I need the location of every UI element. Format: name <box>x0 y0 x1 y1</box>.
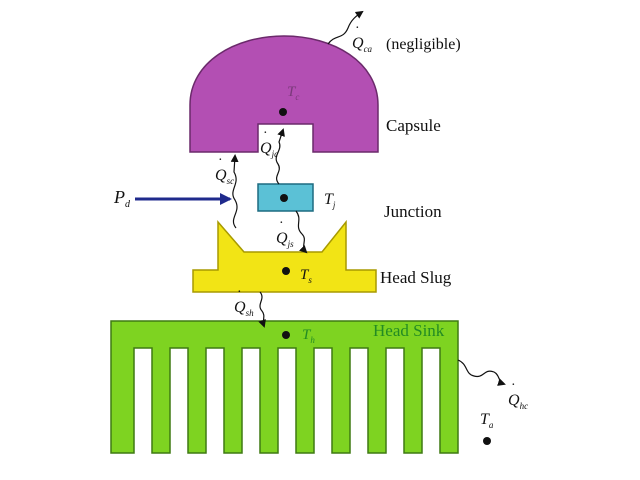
q-hc-label: Qhc <box>508 392 528 411</box>
q-ca-arrow <box>327 10 364 45</box>
q-sc-arrow <box>230 154 239 229</box>
t-a-label: Ta <box>480 411 494 430</box>
capsule-shape <box>189 35 379 153</box>
t-c-label: Tc <box>287 84 299 102</box>
t-j-label: Tj <box>324 191 336 210</box>
q-sc-dot: · <box>218 153 223 168</box>
q-js-arrow <box>295 210 308 254</box>
junction-label: Junction <box>384 202 442 221</box>
q-hc-dot: · <box>511 378 516 393</box>
q-jc-arrow <box>275 128 285 185</box>
q-sh-label: Qsh <box>234 299 254 318</box>
head-slug-label: Head Slug <box>380 268 452 287</box>
heat-sink-shape <box>110 320 459 454</box>
q-jc-label: Qjc <box>260 140 278 159</box>
heat-sink-dot <box>282 331 290 339</box>
q-sh-arrow <box>258 291 266 328</box>
p-d-label: Pd <box>113 187 131 210</box>
q-js-dot: · <box>279 216 284 231</box>
t-h-label: Th <box>302 327 315 345</box>
capsule-center-dot <box>279 108 287 116</box>
q-ca-dot: · <box>355 21 360 36</box>
q-sc-label: Qsc <box>215 167 234 186</box>
junction-dot <box>280 194 288 202</box>
q-ca-label: Qca <box>352 35 373 54</box>
q-jc-dot: · <box>263 126 268 141</box>
head-slug-dot <box>282 267 290 275</box>
q-sh-dot: · <box>237 285 242 300</box>
ambient-dot <box>483 437 491 445</box>
heat-sink-label: Head Sink <box>373 321 445 340</box>
capsule-label: Capsule <box>386 116 441 135</box>
head-slug-shape <box>192 219 377 293</box>
t-s-label: Ts <box>300 267 312 285</box>
q-js-label: Qjs <box>276 230 294 249</box>
negligible-label: (negligible) <box>386 36 461 53</box>
q-hc-arrow <box>457 359 506 386</box>
